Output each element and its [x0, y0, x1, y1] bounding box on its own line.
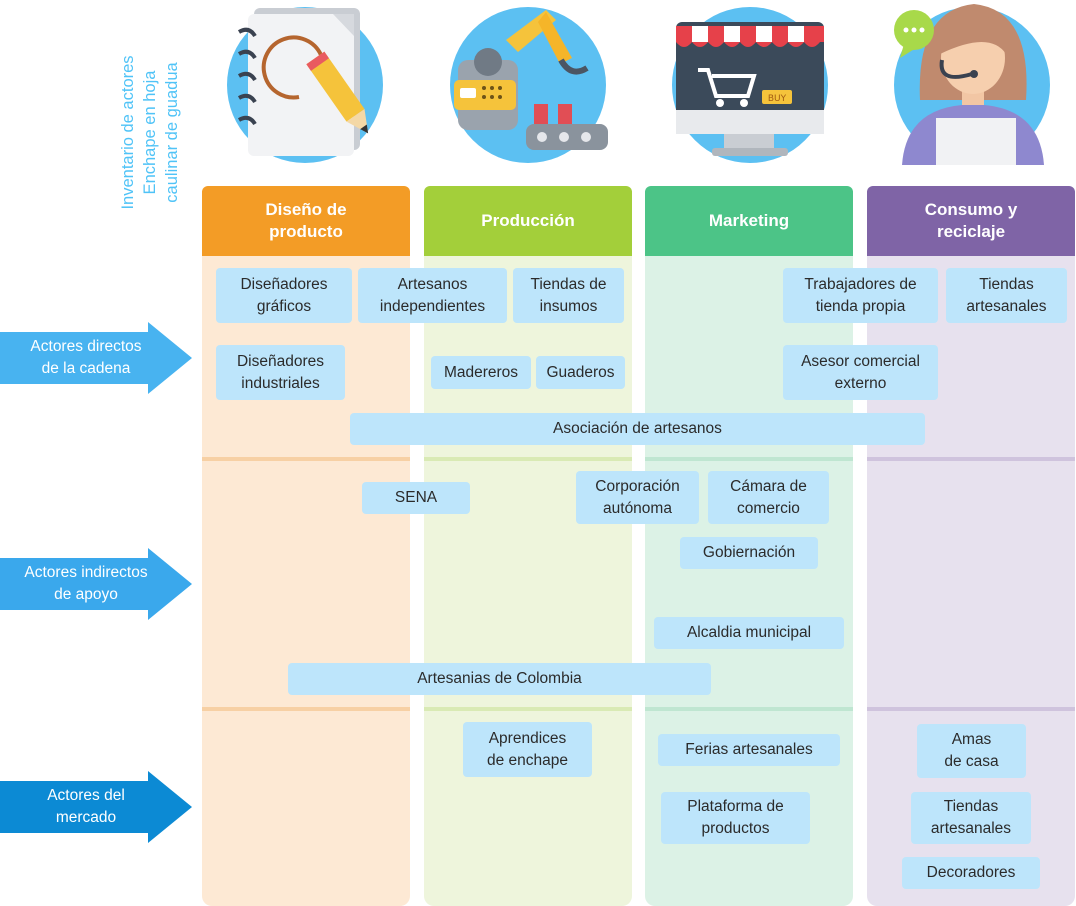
customer-support-agent-icon: [890, 0, 1060, 165]
actor-label: comercio: [737, 499, 800, 517]
column-header-line: Producción: [481, 211, 575, 230]
actor-amas-de-casa: Amas de casa: [917, 724, 1026, 778]
actor-label: Cámara de: [730, 477, 807, 495]
actor-guaderos: Guaderos: [536, 356, 625, 389]
actor-label: Corporación: [595, 477, 680, 495]
design-notebook-icon: [221, 0, 391, 165]
column-header-marketing: Marketing: [645, 186, 853, 256]
actor-label: Artesanos: [397, 275, 468, 293]
actor-label: Asociación de artesanos: [553, 420, 722, 437]
actor-decoradores: Decoradores: [902, 857, 1040, 889]
row-label: mercado: [55, 809, 117, 826]
diagram-title: Inventario de actores Enchape en hoja ca…: [117, 30, 187, 235]
actor-label: Ferias artesanales: [685, 741, 813, 758]
actor-tiendas-insumos: Tiendas de insumos: [513, 268, 624, 323]
actor-label: Amas: [951, 731, 992, 748]
row-separator: [645, 457, 853, 461]
actor-corporacion-autonoma: Corporación autónoma: [576, 471, 699, 524]
row-label: de apoyo: [54, 586, 118, 603]
actor-label: Tiendas de: [530, 275, 607, 293]
actor-label: Asesor comercial: [801, 352, 920, 370]
row-separator: [202, 707, 410, 711]
robot-arm-factory-icon: [446, 0, 616, 165]
actor-asesor-comercial: Asesor comercial externo: [783, 345, 938, 400]
actor-madereros: Madereros: [431, 356, 531, 389]
row-label: Actores indirectos: [24, 564, 148, 581]
actor-label: Aprendices: [488, 729, 567, 747]
title-line-1: Inventario de actores: [119, 55, 137, 210]
row-separator: [867, 457, 1075, 461]
actor-label: insumos: [539, 297, 598, 315]
actor-label: Artesanias de Colombia: [417, 670, 582, 687]
actor-label: artesanales: [966, 297, 1047, 315]
actor-label: de casa: [944, 753, 999, 770]
actor-trabajadores-tienda: Trabajadores de tienda propia: [783, 268, 938, 323]
row-label: Actores directos: [30, 338, 142, 355]
actor-disenadores-industriales: Diseñadores industriales: [216, 345, 345, 400]
actor-label: SENA: [394, 489, 438, 506]
row-separator: [645, 707, 853, 711]
actor-label: autónoma: [603, 499, 672, 517]
column-bg-produccion: [424, 256, 632, 906]
actor-label: independientes: [379, 297, 486, 315]
svg-text:BUY: BUY: [768, 94, 787, 104]
actor-tiendas-artesanales-mercado: Tiendas artesanales: [911, 792, 1031, 844]
arrow-shape: [0, 548, 192, 620]
actor-plataforma-productos: Plataforma de productos: [661, 792, 810, 844]
actor-label: Diseñadores: [236, 352, 325, 370]
actor-label: Decoradores: [926, 864, 1016, 881]
actor-label: Alcaldia municipal: [686, 624, 812, 641]
column-header-line: Consumo y: [924, 200, 1018, 219]
row-label: de la cadena: [41, 360, 131, 377]
actor-label: gráficos: [256, 297, 312, 315]
actor-aprendices-enchape: Aprendices de enchape: [463, 722, 592, 777]
title-line-3: caulinar de guadua: [163, 62, 181, 203]
actor-ferias-artesanales: Ferias artesanales: [658, 734, 840, 766]
row-arrow-directos: Actores directos de la cadena: [0, 322, 192, 394]
actor-tiendas-artesanales: Tiendas artesanales: [946, 268, 1067, 323]
arrow-shape: [0, 771, 192, 843]
actor-label: de enchape: [486, 751, 569, 769]
actor-label: Gobiernación: [702, 544, 796, 561]
column-header-diseno: Diseño de producto: [202, 186, 410, 256]
row-arrow-mercado: Actores del mercado: [0, 771, 192, 843]
actor-label: tienda propia: [815, 297, 906, 315]
actor-camara-comercio: Cámara de comercio: [708, 471, 829, 524]
actor-label: Trabajadores de: [804, 275, 917, 293]
actor-label: Madereros: [443, 363, 519, 381]
actor-label: externo: [834, 374, 887, 392]
column-header-consumo: Consumo y reciclaje: [867, 186, 1075, 256]
title-line-2: Enchape en hoja: [141, 70, 159, 195]
actor-label: artesanales: [930, 820, 1012, 837]
row-separator: [202, 457, 410, 461]
row-separator: [867, 707, 1075, 711]
row-separator: [424, 707, 632, 711]
column-header-produccion: Producción: [424, 186, 632, 256]
arrow-shape: [0, 322, 192, 394]
actor-artesanias-colombia: Artesanias de Colombia: [288, 663, 711, 695]
actor-label: productos: [701, 820, 770, 837]
actor-label: Diseñadores: [240, 275, 328, 293]
actor-label: Plataforma de: [687, 798, 784, 815]
column-header-line: Marketing: [708, 211, 790, 230]
row-separator: [424, 457, 632, 461]
column-header-line: reciclaje: [936, 222, 1006, 241]
actor-label: Guaderos: [546, 363, 615, 381]
actor-label: industriales: [241, 374, 320, 392]
actor-artesanos-independientes: Artesanos independientes: [358, 268, 507, 323]
actor-label: Tiendas: [943, 798, 999, 815]
row-arrow-indirectos: Actores indirectos de apoyo: [0, 548, 192, 620]
actor-gobernacion: Gobiernación: [680, 537, 818, 569]
actor-sena: SENA: [362, 482, 470, 514]
column-header-line: Diseño de: [265, 200, 347, 219]
actor-label: Tiendas: [979, 275, 1034, 293]
column-header-line: producto: [269, 222, 343, 241]
online-shop-monitor-icon: BUY: [668, 0, 838, 165]
actor-disenadores-graficos: Diseñadores gráficos: [216, 268, 352, 323]
row-label: Actores del: [47, 787, 125, 804]
actor-alcaldia-municipal: Alcaldia municipal: [654, 617, 844, 649]
actor-asociacion-artesanos: Asociación de artesanos: [350, 413, 925, 445]
